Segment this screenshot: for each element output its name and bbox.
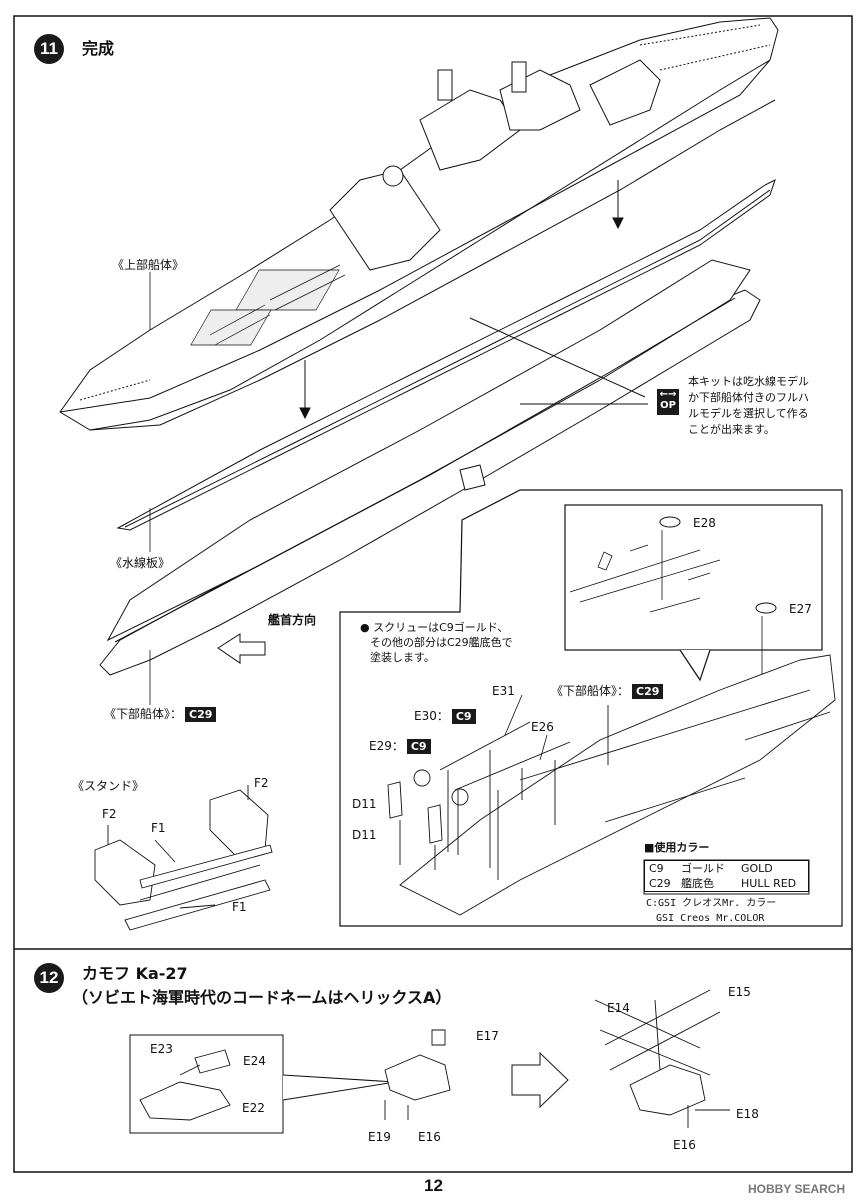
step-11-number: 11 (34, 34, 64, 64)
part-e24-label: E24 (243, 1054, 266, 1068)
paint-brand-note: C:GSI クレオスMr. カラー GSI Creos Mr.COLOR (646, 898, 777, 924)
colors-used-title: ■使用カラー (644, 841, 710, 854)
part-e14-label: E14 (607, 1001, 630, 1015)
part-e27-shape (755, 602, 777, 614)
step-12-subtitle: （ソビエト海軍時代のコードネームはヘリックスA） (72, 988, 452, 1007)
part-e31-label: E31 (492, 684, 515, 698)
e30-color-tag: C9 (451, 709, 476, 724)
helicopter-body (384, 1029, 451, 1120)
assembly-arrows (299, 180, 648, 420)
helicopter-subassembly (139, 1049, 231, 1121)
inset-frame (564, 504, 823, 651)
step-12-number: 12 (34, 963, 64, 993)
part-e28-shape (659, 516, 681, 528)
part-e27-label: E27 (789, 602, 812, 616)
part-f2-label: F2 (254, 776, 269, 790)
part-e16-label: E16 (418, 1130, 441, 1144)
part-f2-label: F2 (102, 807, 117, 821)
option-icon: ←→OP (657, 389, 679, 415)
hobby-search-logo: HOBBY SEARCH (748, 1182, 846, 1196)
screw-paint-note: ● スクリューはC9ゴールド、 その他の部分はC29艦底色で 塗装します。 (360, 621, 513, 664)
part-e28-label: E28 (693, 516, 716, 530)
page-frame (13, 15, 853, 1173)
lower-hull-drawing (99, 259, 761, 676)
part-e30-label: E30：C9 (414, 709, 476, 724)
e29-color-tag: C9 (406, 739, 431, 754)
detail-lower-hull (399, 654, 836, 916)
upper-hull-drawing (59, 17, 779, 431)
bow-direction-label: 艦首方向 (268, 613, 317, 627)
waterline-plate-label: 《水線板》 (110, 556, 171, 570)
lower-hull-detail-label: 《下部船体》：C29 (551, 684, 664, 699)
part-f1-label: F1 (151, 821, 166, 835)
part-e19-label: E19 (368, 1130, 391, 1144)
lower-hull-color-tag: C29 (185, 707, 217, 722)
waterline-plate-drawing (116, 179, 776, 531)
part-e22-label: E22 (242, 1101, 265, 1115)
part-e23-label: E23 (150, 1042, 173, 1056)
part-e15-label: E15 (728, 985, 751, 999)
part-e16-label: E16 (673, 1138, 696, 1152)
stand-label: 《スタンド》 (72, 779, 145, 793)
part-f1-label: F1 (232, 900, 247, 914)
upper-hull-label: 《上部船体》 (112, 258, 185, 272)
part-e26-label: E26 (531, 720, 554, 734)
lower-hull-label: 《下部船体》：C29 (104, 707, 217, 722)
lower-hull-detail-color-tag: C29 (632, 684, 664, 699)
step-arrow (511, 1051, 569, 1109)
part-d11-label: D11 (352, 828, 377, 842)
step-11-title: 完成 (82, 39, 115, 58)
page-number: 12 (424, 1176, 443, 1195)
stand-drawing (94, 785, 273, 931)
option-note: 本キットは吃水線モデル か下部船体付きのフルハ ルモデルを選択して作る ことが出… (688, 375, 809, 436)
helicopter-complete (594, 989, 730, 1128)
bow-direction-arrow (217, 633, 266, 664)
step-12-title: カモフ Ka-27 (82, 964, 188, 983)
part-d11-label: D11 (352, 797, 377, 811)
propeller-assembly (387, 721, 571, 880)
part-e17-label: E17 (476, 1029, 499, 1043)
part-e29-label: E29：C9 (369, 739, 431, 754)
part-e18-label: E18 (736, 1107, 759, 1121)
